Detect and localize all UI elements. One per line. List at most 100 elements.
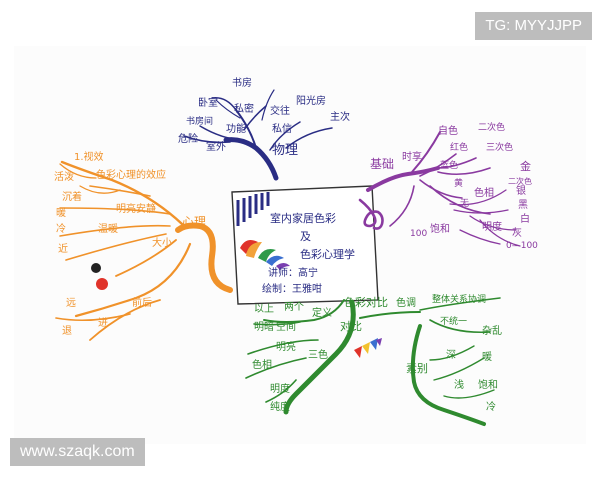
- bottom-twig-12: [443, 389, 495, 399]
- bottom-branch: [245, 297, 501, 426]
- left-twig-3: [59, 207, 171, 215]
- watermark-top-right: TG: MYYJJPP: [475, 12, 592, 40]
- bottom-node-9: 空间: [276, 320, 296, 333]
- bottom-twig-7: [419, 297, 501, 311]
- left-node-11: 远: [66, 297, 76, 309]
- right-node-18: 100: [410, 229, 427, 239]
- top-node-5: 主次: [330, 110, 350, 123]
- left-node-1: 色彩心理的效应: [96, 168, 166, 181]
- right-twig-1: [411, 131, 441, 173]
- left-node-9: 大小: [152, 236, 172, 249]
- right-twig-8: [453, 209, 509, 214]
- right-twig-11: [479, 219, 521, 247]
- left-node-6: 温暖: [98, 222, 118, 235]
- bottom-node-2: 定义: [312, 306, 332, 319]
- left-node-3: 安静: [136, 202, 156, 215]
- center-subtitle: 色彩心理学: [300, 247, 355, 261]
- left-twig-10: [79, 185, 121, 194]
- center-teacher: 讲师：高宁: [268, 266, 318, 279]
- left-twig-2: [89, 185, 151, 197]
- right-twig-2: [419, 153, 457, 177]
- bottom-twig-10: [429, 345, 475, 361]
- accent-blue: [370, 338, 378, 350]
- top-branch-labels: 物理 书房 卧室 私密 交往 阳光房 主次 书房间 功能 私信 危险 室外: [178, 76, 350, 158]
- bottom-branch-label: 色彩对比: [344, 295, 388, 309]
- right-twig-9: [469, 215, 517, 231]
- top-twig-3: [243, 105, 267, 131]
- right-node-2: 红色: [450, 141, 468, 153]
- bottom-twig-4: [245, 357, 307, 379]
- center-card: 室内家居色彩 及 色彩心理学 讲师：高宁 绘制：王雅咁: [231, 185, 379, 305]
- bottom-twig-2: [253, 321, 301, 326]
- bottom-node-18: 冷: [486, 400, 496, 413]
- left-node-7: 冷: [56, 222, 66, 235]
- right-branch-labels: 基础 时享 自色 红色 二次色 三次色 蓝色 黄 无 色相 二次色 金 银 黑 …: [370, 121, 538, 251]
- right-node-13: 白: [520, 212, 530, 225]
- bottom-node-10: 色相: [252, 358, 272, 371]
- center-and: 及: [300, 230, 311, 243]
- right-node-1: 自色: [438, 124, 458, 137]
- bottom-branch-labels: 以上 两个 定义 对比 色彩对比 色调 整体关系协调 不统一 杂乱 明暗 空间 …: [252, 293, 502, 413]
- top-node-6: 书房间: [186, 115, 213, 127]
- bottom-node-19: 明亮: [276, 340, 296, 353]
- left-red-dot: [96, 278, 108, 290]
- right-twig-4: [437, 167, 491, 176]
- top-node-4: 阳光房: [296, 94, 326, 107]
- right-node-9: 二次色: [508, 176, 532, 186]
- right-node-3: 二次色: [478, 121, 505, 133]
- bottom-twig-5: [265, 379, 297, 403]
- bottom-node-20: 饱和: [478, 379, 498, 391]
- bottom-twig-8: [429, 319, 491, 334]
- left-black-dot: [91, 263, 101, 273]
- right-twig-12: [459, 229, 501, 245]
- bottom-branch-accent: [354, 338, 382, 358]
- bottom-node-14: 素别: [406, 362, 428, 375]
- left-branch-dots: [91, 263, 108, 290]
- bottom-twig-6: [359, 311, 421, 319]
- left-node-12: 退: [62, 325, 72, 337]
- right-spring: [358, 198, 384, 230]
- bottom-node-4: 色调: [396, 296, 416, 309]
- bottom-node-5: 整体关系协调: [432, 293, 486, 305]
- right-node-16: 饱和: [430, 223, 450, 235]
- center-author: 绘制：王雅咁: [262, 282, 322, 295]
- center-title: 室内家居色彩: [270, 211, 336, 225]
- left-branch-label: 心理: [182, 215, 206, 229]
- top-twig-8: [215, 99, 241, 119]
- left-node-2: 活泼: [54, 170, 74, 183]
- bottom-node-17: 暖: [482, 350, 492, 363]
- bottom-node-7: 杂乱: [482, 325, 502, 337]
- right-branch: [358, 131, 521, 247]
- top-node-7: 功能: [226, 122, 246, 135]
- top-twig-9: [261, 89, 275, 121]
- right-node-15: 明度: [482, 220, 502, 233]
- left-node-14: 前后: [132, 296, 152, 309]
- right-node-12: 黑: [518, 199, 528, 211]
- top-branch: [183, 89, 333, 181]
- right-twig-5: [419, 179, 463, 199]
- left-twig-7: [74, 242, 192, 318]
- left-node-4: 沉着: [62, 190, 82, 203]
- right-branch-label: 基础: [370, 157, 394, 171]
- top-twig-2: [211, 97, 237, 111]
- right-node-14: 灰: [512, 226, 522, 239]
- bottom-node-1: 两个: [284, 301, 304, 313]
- top-branch-trunk: [223, 137, 279, 181]
- bottom-node-12: 明度: [270, 382, 290, 395]
- center-card-stripes: [236, 192, 270, 226]
- bottom-twig-1: [263, 299, 345, 323]
- left-node-10: 近: [58, 242, 68, 255]
- left-twig-9: [55, 313, 131, 322]
- left-node-5: 明亮: [116, 202, 136, 215]
- right-node-8: 色相: [474, 186, 494, 199]
- top-node-2: 私密: [234, 102, 254, 115]
- accent-purple: [376, 338, 382, 346]
- top-node-10: 室外: [206, 140, 226, 153]
- top-twig-4: [199, 125, 241, 141]
- right-node-0: 时享: [402, 150, 422, 163]
- bottom-node-11: 三色: [308, 348, 328, 361]
- top-twig-1: [235, 109, 257, 149]
- bottom-twig-9: [410, 324, 486, 426]
